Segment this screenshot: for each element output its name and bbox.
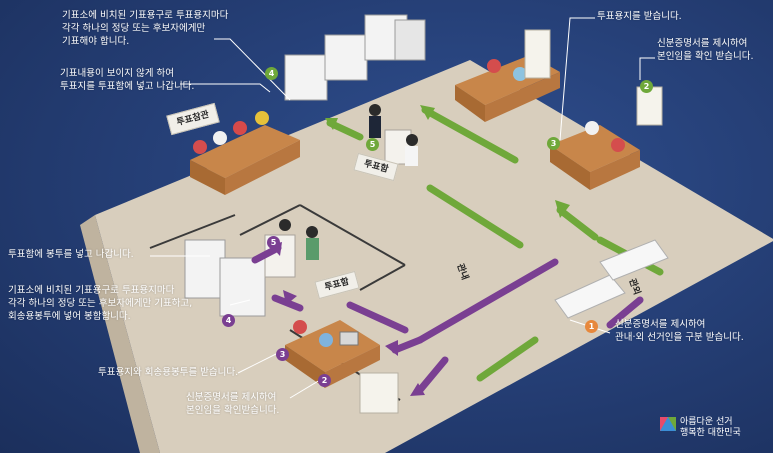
caption-receive-ballot: 투표용지를 받습니다. [597,11,682,22]
voting-booths-top [284,14,426,101]
voting-booths-bottom [184,219,319,317]
caption-id-check-inside: 신분증명서를 제시하여 본인임을 확인 받습니다. [657,38,754,62]
step-badge-orange-1: 1 [585,320,598,333]
id-check-desk [550,121,640,190]
step-badge-green-2: 2 [640,80,653,93]
observers-table [190,111,300,195]
step-badge-purple-2: 2 [318,374,331,387]
step-badge-green-3: 3 [547,137,560,150]
step-badge-green-5: 5 [366,138,379,151]
purple-arrow-heads [270,242,425,396]
caption-mark-ballot: 기표소에 비치된 기표용구로 투표용지마다 각각 하나의 정당 또는 후보자에게… [62,10,229,47]
step-badge-purple-3: 3 [276,348,289,361]
step-badge-purple-4: 4 [222,314,235,327]
caption-mark-and-seal: 기표소에 비치된 기표용구로 투표용지마다 각각 하나의 정당 또는 후보자에게… [8,285,193,322]
caption-insert-ballot: 기표내용이 보이지 않게 하여 투표지를 투표함에 넣고 나갑니다. [60,68,195,92]
step-badge-green-4: 4 [265,67,278,80]
ballot-box-top [369,104,418,166]
floor-shade [80,215,160,453]
entrance-signs [359,29,669,414]
caption-insert-envelope: 투표함에 봉투를 넣고 나갑니다. [8,249,134,260]
logo-slogan: 아름다운 선거 행복한 대한민국 [680,417,741,438]
caption-id-check-outside: 신분증명서를 제시하여 본인임을 확인받습니다. [186,392,280,416]
step-badge-purple-5: 5 [267,236,280,249]
purple-arrow-path [251,244,644,394]
election-logo-icon [660,417,676,431]
caption-receive-envelope: 투표용지와 회송용봉투를 받습니다. [98,367,239,378]
caption-classify-voters: 신분증명서를 제시하여 관내·외 선거인을 구분 받습니다. [615,319,744,343]
out-district-desk [285,320,380,388]
green-arrow-heads [325,105,570,218]
